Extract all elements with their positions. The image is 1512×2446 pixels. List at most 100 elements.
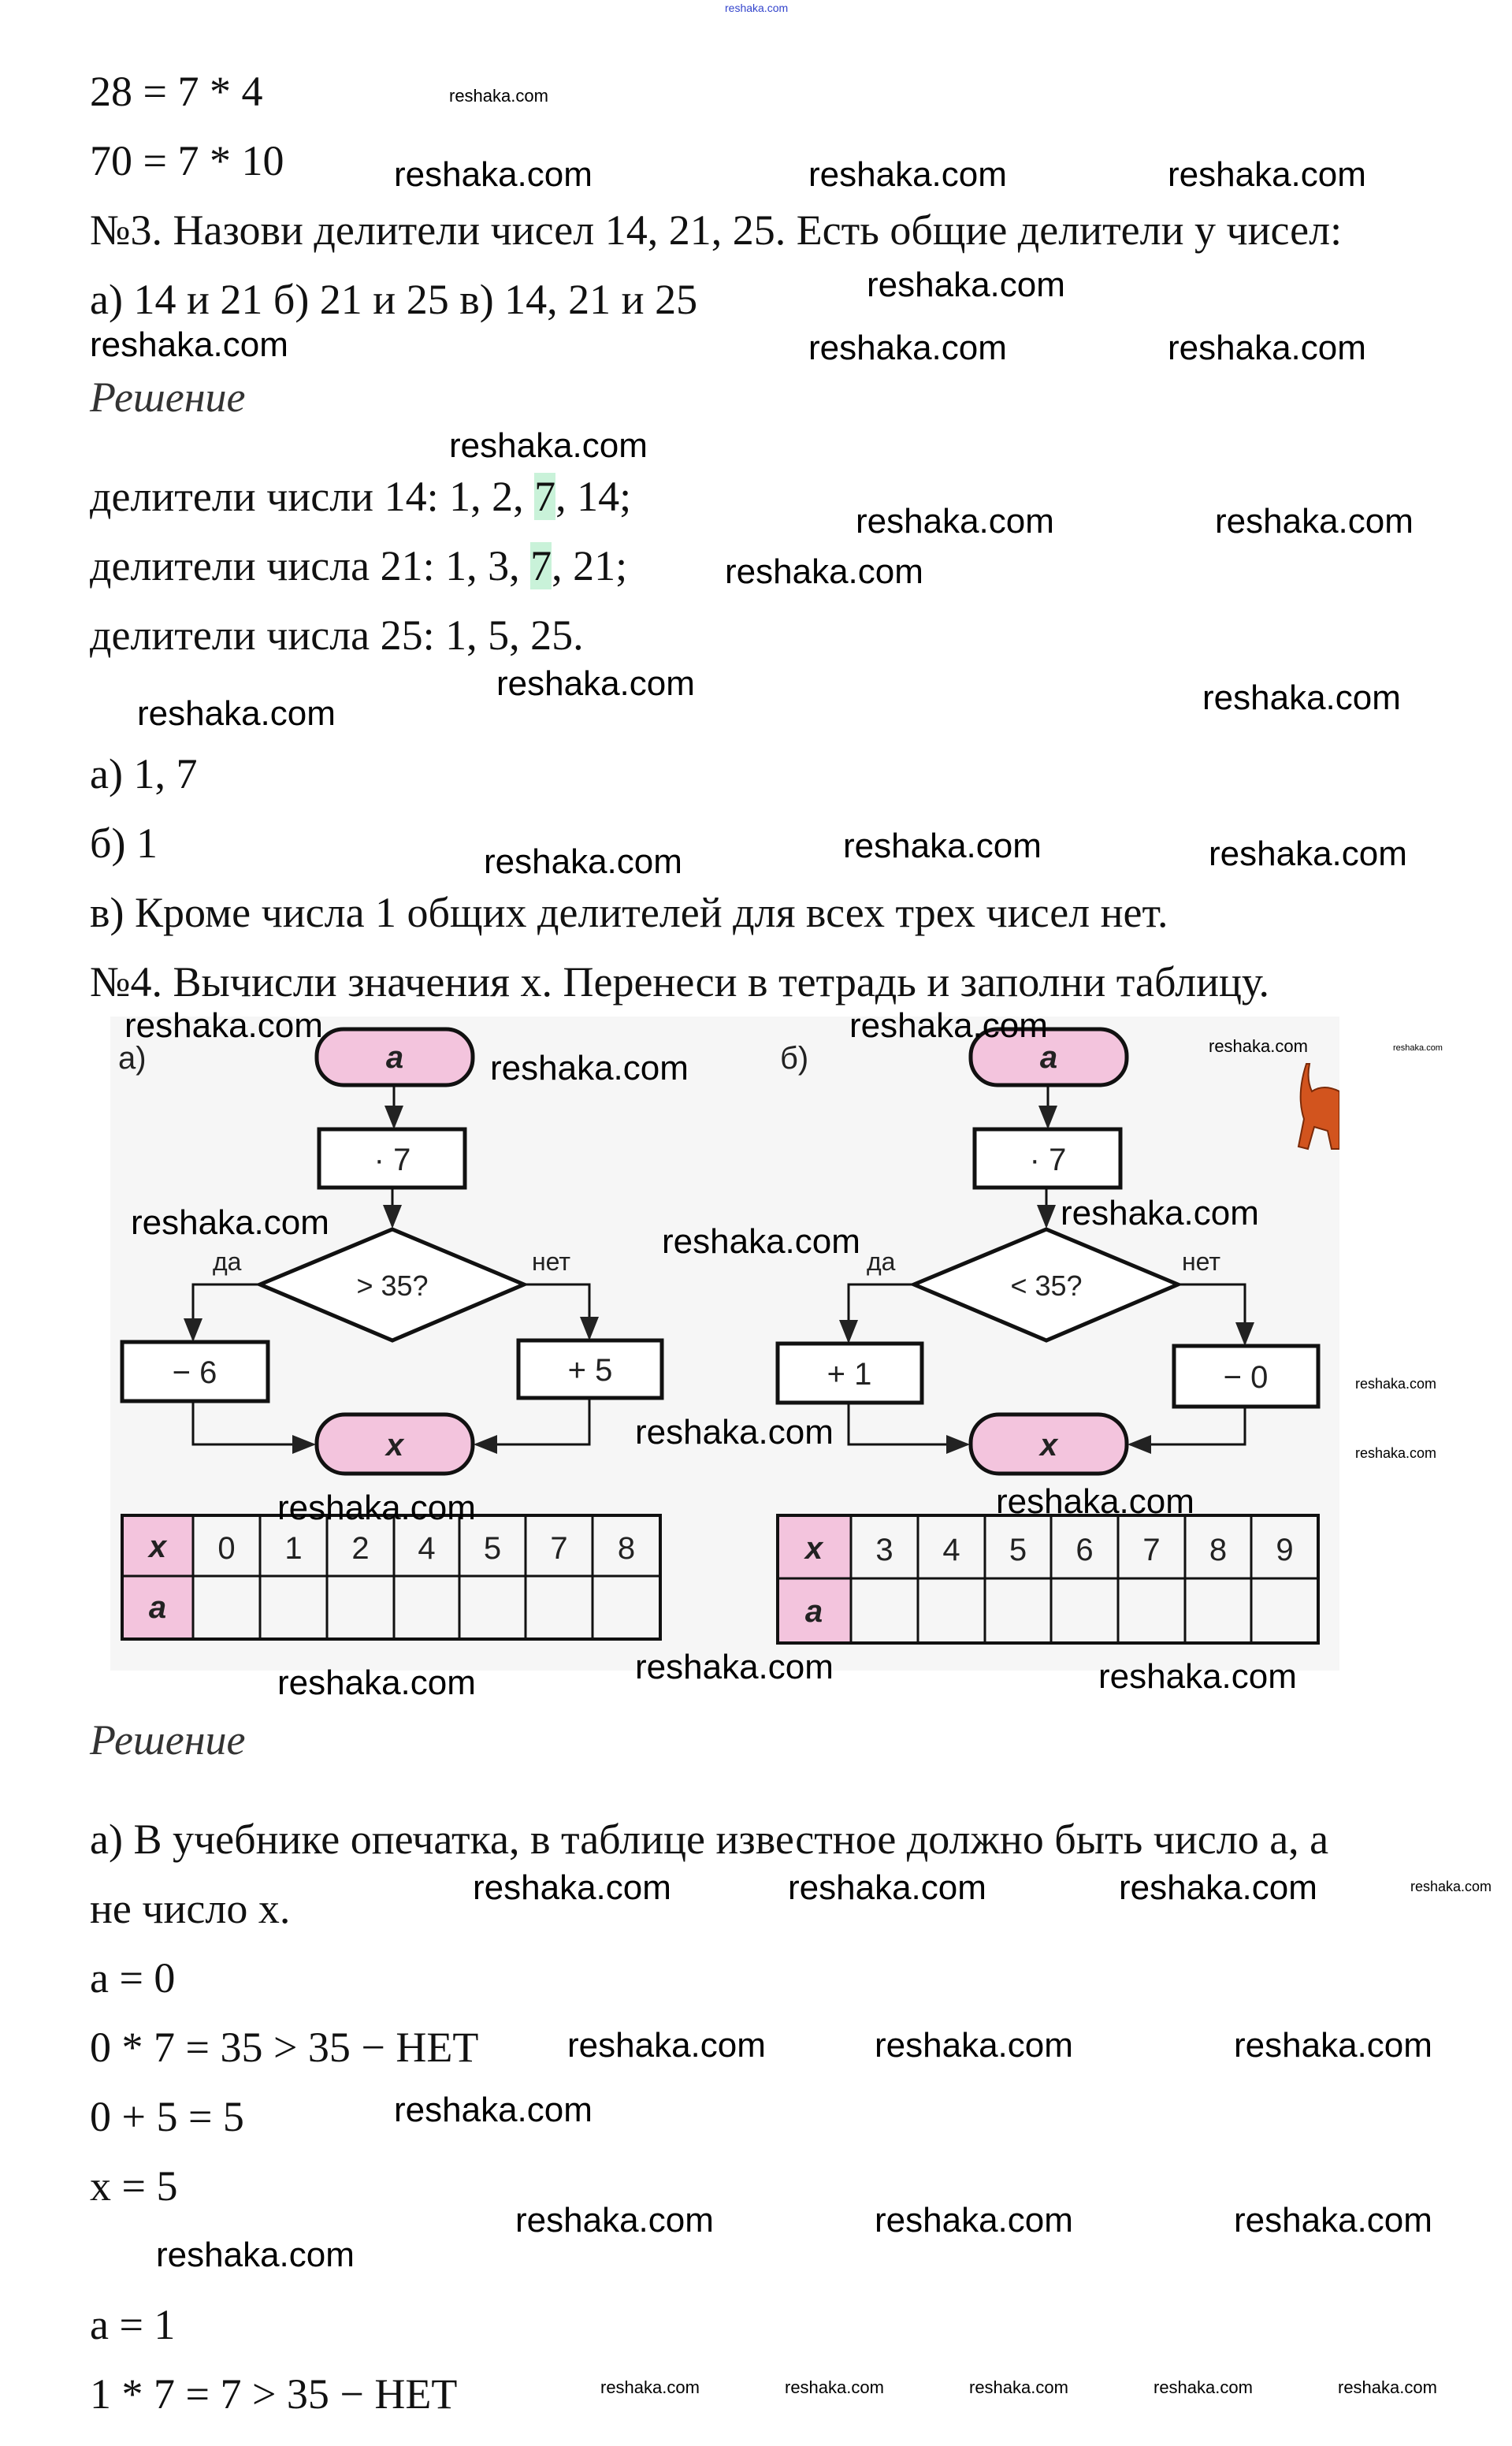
- text: , 21;: [552, 542, 628, 589]
- table-x-value: 8: [618, 1531, 635, 1566]
- watermark: reshaka.com: [449, 426, 648, 465]
- no-op: + 5: [568, 1353, 613, 1388]
- answer-a: а) 1, 7: [90, 750, 198, 797]
- cat-illustration: [1297, 1063, 1339, 1151]
- table-x-value: 1: [284, 1531, 302, 1566]
- start-a: a: [386, 1040, 403, 1075]
- watermark: reshaka.com: [277, 1664, 476, 1702]
- watermark: reshaka.com: [1215, 502, 1414, 541]
- watermark: reshaka.com: [1119, 1868, 1317, 1907]
- watermark: reshaka.com: [515, 2201, 714, 2240]
- table-x-value: 9: [1276, 1533, 1293, 1567]
- yes-label: да: [867, 1247, 896, 1276]
- solution-label: Решение: [90, 374, 246, 421]
- watermark: reshaka.com: [156, 2236, 355, 2274]
- watermark: reshaka.com: [788, 1868, 986, 1907]
- solution-text: не число x.: [90, 1885, 291, 1932]
- equation-line: 28 = 7 * 4: [90, 68, 263, 115]
- end-x: x: [385, 1428, 405, 1463]
- watermark: reshaka.com: [600, 2377, 700, 2397]
- watermark: reshaka.com: [490, 1049, 689, 1087]
- table-x-value: 5: [1009, 1533, 1027, 1567]
- watermark: reshaka.com: [124, 1006, 323, 1045]
- watermark: reshaka.com: [856, 502, 1054, 541]
- condition: < 35?: [1010, 1269, 1082, 1302]
- watermark: reshaka.com: [90, 325, 288, 364]
- watermark: reshaka.com: [843, 827, 1042, 865]
- watermark: reshaka.com: [449, 86, 548, 106]
- watermark: reshaka.com: [1168, 155, 1366, 194]
- table-x-value: 3: [875, 1533, 893, 1567]
- watermark: reshaka.com: [567, 2026, 766, 2065]
- table-x-value: 7: [1142, 1533, 1160, 1567]
- condition: > 35?: [356, 1269, 428, 1302]
- table-x-header: x: [804, 1531, 824, 1566]
- watermark: reshaka.com: [1202, 678, 1401, 717]
- watermark: reshaka.com: [1393, 1043, 1443, 1053]
- yes-op: + 1: [827, 1357, 872, 1392]
- text: , 14;: [555, 473, 632, 520]
- watermark: reshaka.com: [849, 1006, 1048, 1045]
- calc-line: a = 0: [90, 1954, 176, 2002]
- watermark: reshaka.com: [1168, 329, 1366, 367]
- calc-line: 0 + 5 = 5: [90, 2093, 244, 2140]
- table-x-header: x: [147, 1530, 168, 1564]
- watermark: reshaka.com: [1410, 1879, 1492, 1894]
- watermark: reshaka.com: [875, 2026, 1073, 2065]
- no-label: нет: [1182, 1247, 1220, 1276]
- watermark: reshaka.com: [785, 2377, 884, 2397]
- watermark: reshaka.com: [635, 1413, 834, 1452]
- multiply-op: · 7: [374, 1143, 411, 1177]
- watermark: reshaka.com: [725, 552, 923, 591]
- yes-label: да: [213, 1247, 242, 1276]
- calc-line: x = 5: [90, 2162, 178, 2210]
- watermark: reshaka.com: [1098, 1657, 1297, 1696]
- table-x-value: 8: [1209, 1533, 1227, 1567]
- answer-v: в) Кроме числа 1 общих делителей для все…: [90, 889, 1168, 936]
- watermark: reshaka.com: [635, 1648, 834, 1686]
- watermark: reshaka.com: [808, 155, 1007, 194]
- table-x-value: 7: [550, 1531, 567, 1566]
- no-label: нет: [532, 1247, 570, 1276]
- panel-a-label: а): [118, 1041, 147, 1076]
- task-3-heading: №3. Назови делители чисел 14, 21, 25. Ес…: [90, 206, 1343, 254]
- flowchart-b: [775, 1027, 1321, 1645]
- watermark: reshaka.com: [875, 2201, 1073, 2240]
- table-a-header: a: [149, 1590, 166, 1625]
- watermark: reshaka.com: [394, 155, 593, 194]
- watermark: reshaka.com: [496, 664, 695, 703]
- table-x-value: 4: [942, 1533, 960, 1567]
- watermark: reshaka.com: [137, 694, 336, 733]
- watermark: reshaka.com: [662, 1222, 860, 1261]
- watermark: reshaka.com: [808, 329, 1007, 367]
- text: делители числи 14: 1, 2,: [90, 473, 535, 520]
- watermark: reshaka.com: [473, 1868, 671, 1907]
- task-4-heading: №4. Вычисли значения x. Перенеси в тетра…: [90, 958, 1269, 1006]
- watermark: reshaka.com: [867, 266, 1065, 304]
- watermark: reshaka.com: [1234, 2201, 1432, 2240]
- watermark: reshaka.com: [1061, 1194, 1259, 1232]
- multiply-op: · 7: [1030, 1143, 1067, 1177]
- table-x-value: 5: [484, 1531, 501, 1566]
- start-a: a: [1040, 1040, 1057, 1075]
- table-a-header: a: [805, 1594, 823, 1629]
- watermark: reshaka.com: [969, 2377, 1068, 2397]
- solution-label: Решение: [90, 1716, 246, 1764]
- watermark: reshaka.com: [394, 2091, 593, 2129]
- text: делители числа 21: 1, 3,: [90, 542, 531, 589]
- watermark: reshaka.com: [1355, 1376, 1437, 1392]
- table-x-value: 0: [217, 1531, 235, 1566]
- watermark: reshaka.com: [996, 1482, 1194, 1521]
- watermark: reshaka.com: [484, 842, 682, 881]
- watermark: reshaka.com: [277, 1489, 476, 1527]
- watermark: reshaka.com: [1338, 2377, 1437, 2397]
- watermark: reshaka.com: [1209, 1036, 1308, 1056]
- watermark: reshaka.com: [1209, 835, 1407, 873]
- watermark: reshaka.com: [725, 2, 789, 14]
- table-x-value: 2: [351, 1531, 369, 1566]
- answer-b: б) 1: [90, 820, 158, 867]
- table-x-value: 4: [418, 1531, 435, 1566]
- divisors-21: делители числа 21: 1, 3, 7, 21;: [90, 541, 627, 591]
- end-x: x: [1038, 1428, 1059, 1463]
